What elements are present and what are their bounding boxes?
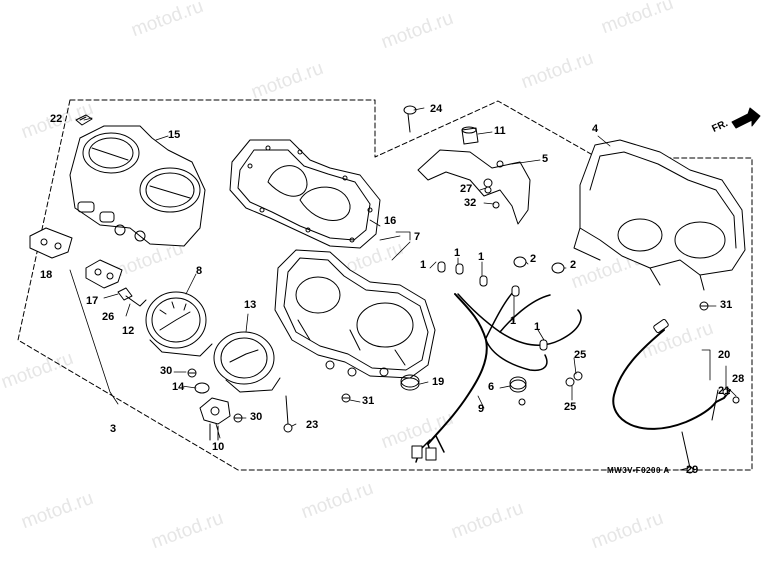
diagram-code: MW3V-F0200 A xyxy=(607,466,670,475)
callout-25-a: 25 xyxy=(574,349,587,361)
callout-11: 11 xyxy=(494,125,506,137)
bulb-part-26 xyxy=(117,287,147,307)
callout-31-right: 31 xyxy=(720,299,733,311)
bulb-part-1-d xyxy=(511,285,520,297)
callout-16: 16 xyxy=(384,215,397,227)
bulb-part-1-c xyxy=(479,275,488,287)
callout-1-a: 1 xyxy=(420,259,427,271)
socket-part-2-a xyxy=(513,256,527,268)
callout-29: 29 xyxy=(686,464,699,476)
callout-6: 6 xyxy=(488,381,495,393)
callout-9: 9 xyxy=(478,403,485,415)
callout-32: 32 xyxy=(464,197,477,209)
front-direction-arrow xyxy=(731,107,761,129)
bulb-part-1-b xyxy=(455,263,464,275)
callout-30-a: 30 xyxy=(160,365,173,377)
bracket-part-5 xyxy=(417,149,531,225)
socket-part-17 xyxy=(85,259,123,289)
washer-part-21 xyxy=(722,388,730,396)
callout-25-b: 25 xyxy=(564,401,577,413)
callout-21: 21 xyxy=(718,385,731,397)
callout-2-a: 2 xyxy=(530,253,537,265)
callout-1-e: 1 xyxy=(534,321,541,333)
callout-20: 20 xyxy=(718,349,731,361)
callout-2-b: 2 xyxy=(570,259,577,271)
bolt-part-31-c xyxy=(518,398,526,406)
callout-27: 27 xyxy=(460,183,473,195)
callout-5: 5 xyxy=(542,153,549,165)
gasket-part-16 xyxy=(229,139,381,249)
callout-18: 18 xyxy=(40,269,53,281)
grommet-part-19 xyxy=(400,374,420,391)
leader-lines xyxy=(69,107,737,471)
bolt-part-23 xyxy=(283,395,293,433)
callout-22: 22 xyxy=(50,113,63,125)
callout-30-b: 30 xyxy=(250,411,263,423)
bulb-part-1-a xyxy=(437,261,446,273)
callout-23: 23 xyxy=(306,419,319,431)
washer-part-32 xyxy=(492,201,500,209)
speedometer-part-13 xyxy=(213,331,281,393)
screw-part-30-a xyxy=(187,368,197,378)
callout-12: 12 xyxy=(122,325,135,337)
bolt-part-29 xyxy=(681,431,694,474)
washer-part-28 xyxy=(732,396,740,404)
cap-part-11 xyxy=(461,126,479,145)
socket-part-18 xyxy=(29,227,73,259)
callout-24: 24 xyxy=(430,103,443,115)
callout-3: 3 xyxy=(110,423,117,435)
meter-cover-part-4 xyxy=(573,139,746,291)
callout-1-c: 1 xyxy=(478,251,485,263)
screw-part-25-a xyxy=(573,371,583,381)
callout-15: 15 xyxy=(168,129,181,141)
callout-10: 10 xyxy=(212,441,225,453)
tachometer-part-8 xyxy=(145,291,213,357)
speedometer-cable-part-20 xyxy=(612,318,731,430)
bulb-part-1-e xyxy=(539,339,548,351)
callout-8: 8 xyxy=(196,265,203,277)
meter-lower-case-part-7 xyxy=(274,249,436,379)
callout-7: 7 xyxy=(414,231,421,243)
callout-19: 19 xyxy=(432,376,445,388)
socket-part-2-b xyxy=(551,262,565,274)
grommet-part-6 xyxy=(509,376,527,393)
sensor-part-10 xyxy=(199,397,231,441)
callout-1-d: 1 xyxy=(510,315,517,327)
assembly-boundary xyxy=(17,99,753,471)
nut-part-27 xyxy=(484,186,492,194)
callout-31-mid: 31 xyxy=(362,395,375,407)
screw-part-25-b xyxy=(565,377,575,387)
callout-13: 13 xyxy=(244,299,257,311)
clip-part-14 xyxy=(194,382,210,394)
callout-1-b: 1 xyxy=(454,247,461,259)
screw-part-31-a xyxy=(341,393,351,403)
wire-harness-part-9 xyxy=(411,289,582,463)
meter-case-part-15 xyxy=(69,125,206,247)
callout-17: 17 xyxy=(86,295,99,307)
callout-14: 14 xyxy=(172,381,185,393)
callout-4: 4 xyxy=(592,123,599,135)
callout-26: 26 xyxy=(102,311,115,323)
callout-28: 28 xyxy=(732,373,745,385)
